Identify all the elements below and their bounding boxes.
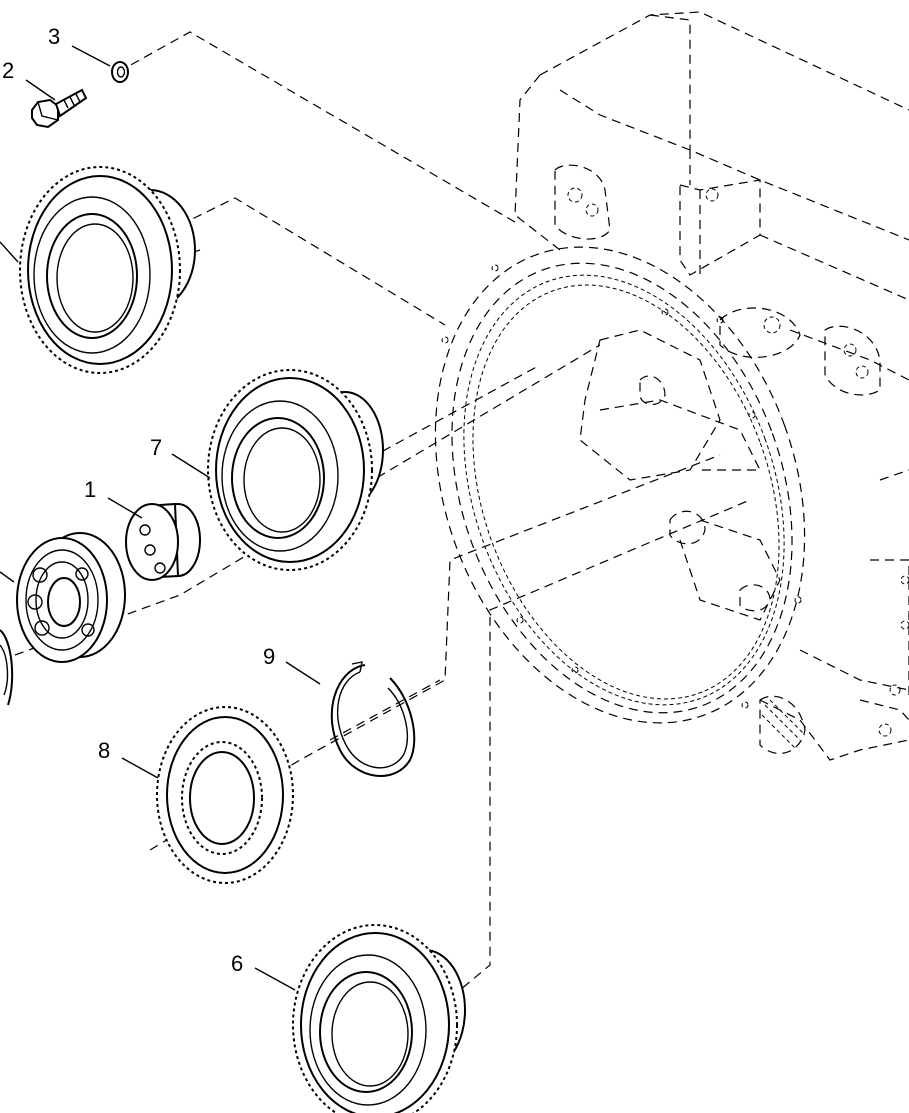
bushing-part-1 (125, 502, 201, 581)
callout-8-label: 8 (98, 738, 110, 763)
callout-2-label: 2 (2, 58, 14, 83)
bolt-part-2 (31, 88, 88, 129)
gear-top-left (19, 166, 196, 374)
transmission-housing (434, 11, 909, 761)
callout-3-label: 3 (48, 24, 60, 49)
callout-6: 6 (231, 951, 296, 991)
callout-9: 9 (263, 644, 321, 685)
callout-1: 1 (84, 477, 143, 519)
callout-7-label: 7 (150, 435, 162, 460)
ring-partial-left (0, 241, 19, 706)
callout-6-label: 6 (231, 951, 243, 976)
callout-8: 8 (98, 738, 159, 779)
callout-7: 7 (150, 435, 211, 479)
gear-part-8 (156, 706, 294, 884)
callout-9-label: 9 (263, 644, 275, 669)
gear-part-7 (207, 369, 384, 571)
callout-2: 2 (2, 58, 56, 101)
callout-1-label: 1 (84, 477, 96, 502)
gear-part-6 (292, 924, 466, 1113)
callout-3: 3 (48, 24, 111, 67)
snap-ring-part-9 (330, 661, 416, 777)
bearing (16, 532, 126, 663)
washer-part-3 (111, 61, 129, 83)
